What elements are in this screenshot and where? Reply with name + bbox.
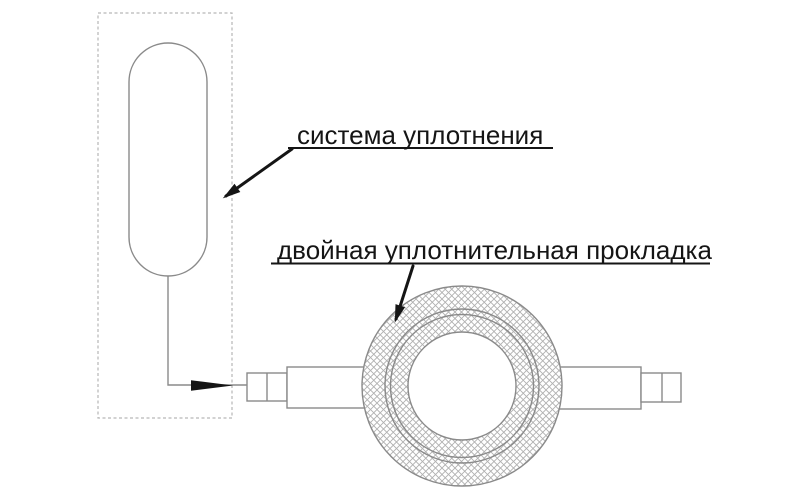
right-shaft-section — [554, 366, 642, 410]
seal-cartridge-shape — [128, 42, 208, 277]
gasket-ring-inner-seal-circle — [389, 313, 535, 459]
double-gasket-label: двойная уплотнительная прокладка — [277, 235, 712, 265]
left-shaft-section — [286, 366, 368, 409]
seal-system-leader-arrow — [222, 147, 294, 199]
gasket-ring-bore — [407, 331, 517, 441]
pipe-flow-arrowhead-icon — [191, 380, 233, 391]
double-gasket-leader-arrow — [394, 264, 415, 323]
gasket-ring-outer-seal-circle — [384, 308, 540, 464]
seal-system-boundary-box — [97, 12, 233, 419]
right-coupling-block — [640, 372, 682, 403]
connection-pipe-line — [167, 276, 267, 386]
gasket-ring — [361, 285, 563, 487]
seal-system-label: система уплотнения — [297, 120, 543, 150]
